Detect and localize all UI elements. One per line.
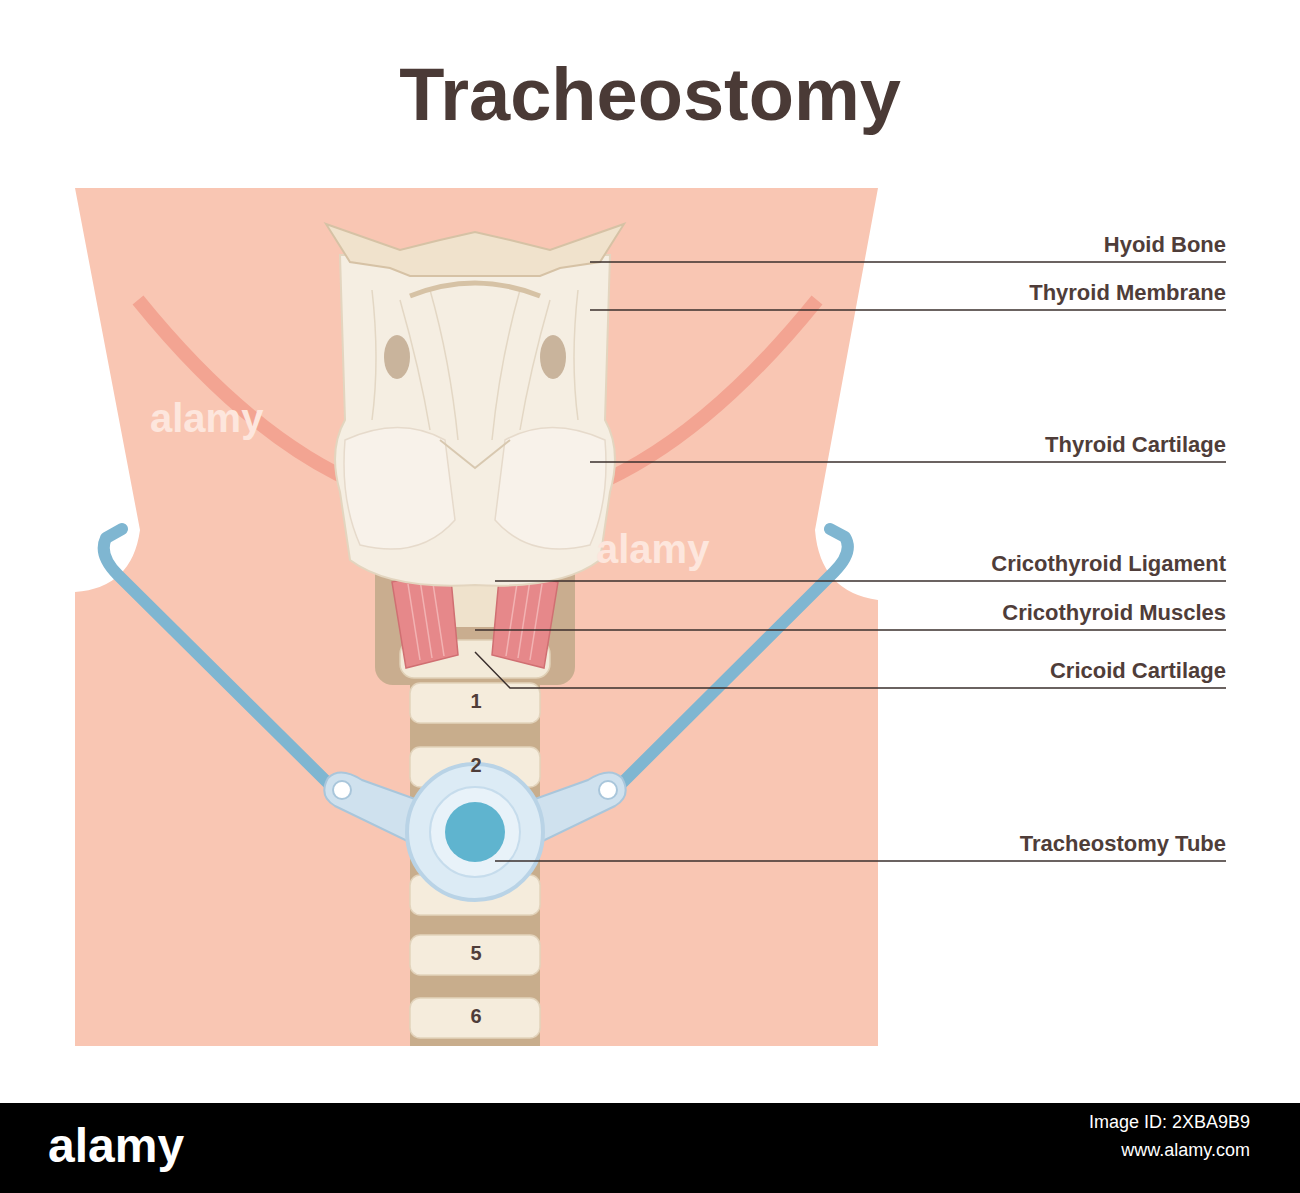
ring-number: 1 — [470, 690, 481, 713]
part-label: Cricothyroid Ligament — [991, 551, 1226, 576]
watermark-url: www.alamy.com — [1121, 1140, 1250, 1161]
hyoid-bone — [326, 224, 624, 276]
flange-hole — [333, 781, 351, 799]
hyoid-body — [410, 283, 540, 296]
part-label: Hyoid Bone — [1104, 232, 1226, 257]
foramen — [384, 335, 410, 379]
cartilage-lines — [372, 290, 578, 440]
thyroid-notch — [440, 440, 510, 468]
tracheostomy-tube — [407, 764, 543, 900]
ring-number: 5 — [470, 942, 481, 965]
ring-number: 2 — [470, 754, 481, 777]
title: Tracheostomy — [399, 52, 901, 137]
foramen — [540, 335, 566, 379]
tube-lumen — [445, 802, 505, 862]
part-label: Thyroid Cartilage — [1045, 432, 1226, 457]
part-label: Cricothyroid Muscles — [1002, 600, 1226, 625]
watermark: alamy — [596, 526, 709, 572]
image-id: Image ID: 2XBA9B9 — [1089, 1112, 1250, 1133]
cartilage-lamina — [344, 428, 455, 550]
tube-ties — [104, 529, 848, 790]
watermark-logo: alamy — [48, 1118, 184, 1173]
part-label: Tracheostomy Tube — [1020, 831, 1226, 856]
watermark: alamy — [150, 395, 263, 441]
flange-hole — [599, 781, 617, 799]
watermark-bar — [0, 1103, 1300, 1193]
neck-silhouette — [75, 188, 878, 1046]
leader-lines — [475, 262, 1226, 861]
tube-rim — [430, 787, 520, 877]
cartilage-lamina — [495, 428, 606, 550]
thyroid-cartilage — [335, 255, 615, 586]
part-label: Thyroid Membrane — [1029, 280, 1226, 305]
part-label: Cricoid Cartilage — [1050, 658, 1226, 683]
ring-number: 6 — [470, 1005, 481, 1028]
